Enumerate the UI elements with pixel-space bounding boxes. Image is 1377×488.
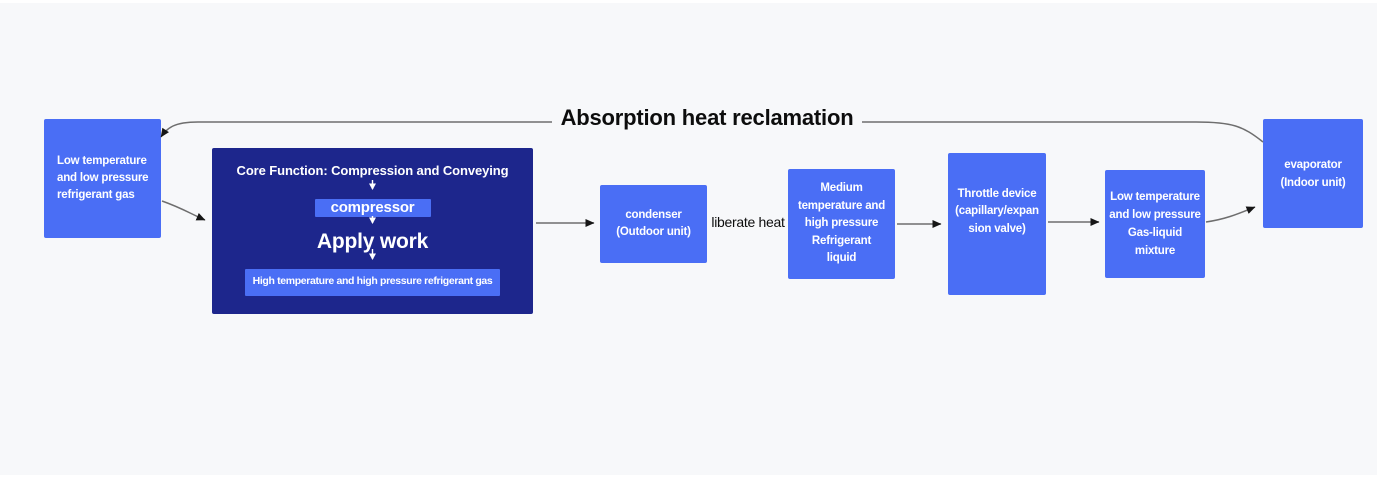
node-condenser: condenser (Outdoor unit) [600,185,707,263]
node-text-line: mixture [1134,245,1176,257]
node-text-line: Refrigerant [811,234,872,247]
node-text-line: evaporator [1284,158,1342,171]
node-text-line: (Outdoor unit) [616,226,691,238]
node-low-pressure-gas: Low temperature and low pressure refrige… [44,119,161,238]
node-text-line: liquid [826,252,857,265]
node-text-line: Gas-liquid [1127,227,1183,239]
node-text-line: refrigerant gas [57,189,135,202]
node-text-line: and low pressure [1109,209,1201,221]
diagram-title: Absorption heat reclamation [552,105,862,131]
node-refrigerant-liquid: Medium temperature and high pressure Ref… [788,169,895,279]
apply-work-label: Apply work [316,229,429,253]
node-text-line: sion valve) [968,222,1026,235]
node-core-function: Core Function: Compression and Conveying… [212,148,533,314]
node-text-line: (Indoor unit) [1280,176,1346,189]
compressor-box: compressor [314,198,431,217]
node-text-line: Medium [820,182,863,195]
high-pressure-gas-box: High temperature and high pressure refri… [244,268,501,296]
node-gas-liquid-mixture: Low temperature and low pressure Gas-liq… [1105,170,1205,278]
liberate-heat-label: liberate heat [711,214,785,230]
node-text-line: temperature and [797,199,886,212]
core-heading: Core Function: Compression and Conveying [236,163,509,178]
node-text-line: condenser [625,208,682,221]
node-throttle-device: Throttle device (capillary/expan sion va… [948,153,1046,295]
node-evaporator: evaporator (Indoor unit) [1263,119,1363,228]
node-text-line: Low temperature [57,154,147,167]
node-text-line: high pressure [804,217,879,230]
node-text-line: Low temperature [1110,191,1200,203]
node-text-line: and low pressure [57,171,149,184]
node-text-line: (capillary/expan [955,205,1039,218]
node-text-line: Throttle device [957,187,1037,200]
